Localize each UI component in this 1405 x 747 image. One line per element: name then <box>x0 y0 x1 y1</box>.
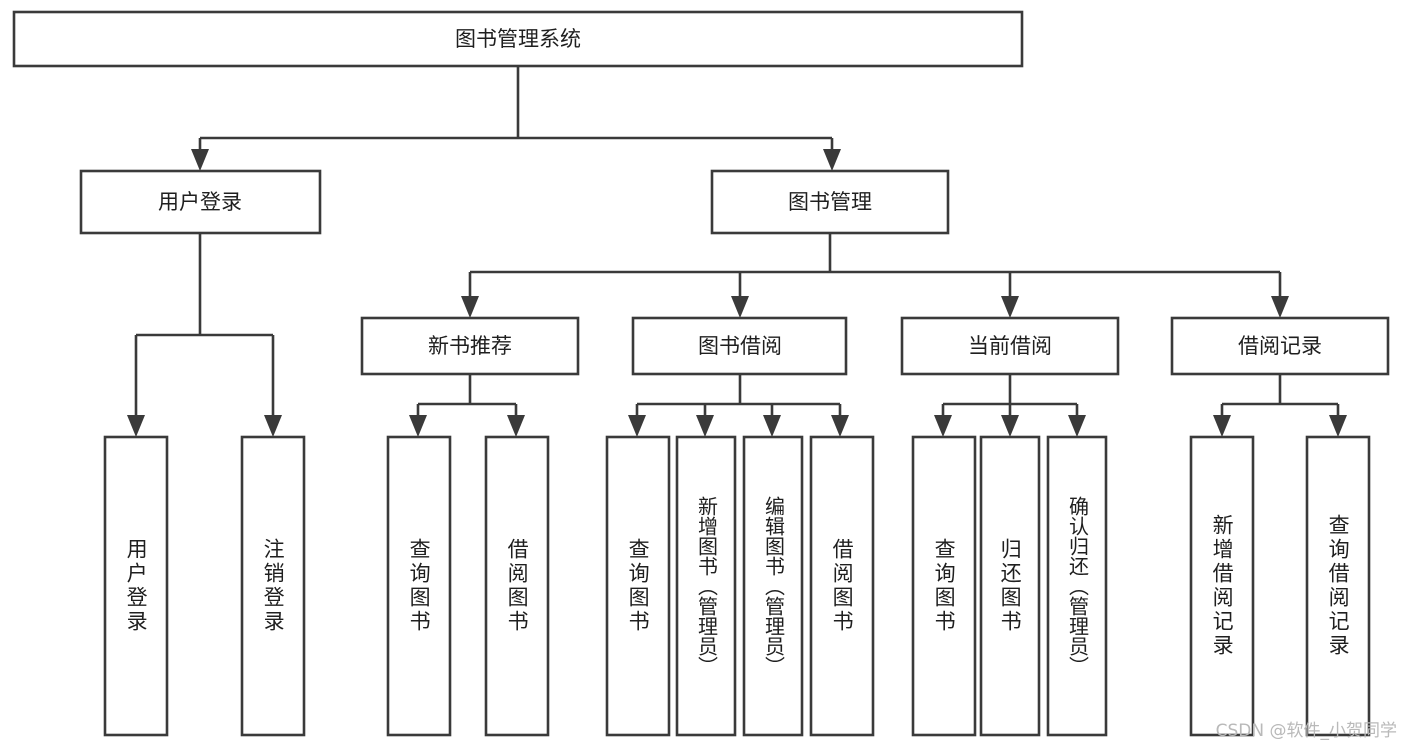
node-user-login[interactable]: 用户登录 <box>79 169 322 235</box>
leaf-box-query-book-1[interactable] <box>386 435 452 737</box>
node-label-book-borrow: 图书借阅 <box>698 334 782 358</box>
leaf-box-borrow-book-2[interactable] <box>809 435 875 737</box>
leaf-box-add-book-admin[interactable] <box>675 435 737 737</box>
connector-current-borrow-to-leaves <box>934 374 1086 437</box>
leaf-box-user-login[interactable] <box>103 435 169 737</box>
node-label-root: 图书管理系统 <box>455 27 581 51</box>
leaf-box-query-book-2[interactable] <box>605 435 671 737</box>
leaf-box-query-book-3[interactable] <box>911 435 977 737</box>
connector-book-manage-to-groups <box>461 233 1289 318</box>
leaf-box-add-borrow-record[interactable] <box>1189 435 1255 737</box>
leaf-box-query-borrow-record[interactable] <box>1305 435 1371 737</box>
leaf-box-edit-book-admin[interactable] <box>742 435 804 737</box>
node-label-current-borrow: 当前借阅 <box>968 334 1052 358</box>
node-label-new-book-recommend: 新书推荐 <box>428 334 512 358</box>
leaf-boxes <box>103 435 1371 737</box>
node-new-book-recommend[interactable]: 新书推荐 <box>360 316 580 376</box>
connector-borrow-record-to-leaves <box>1213 374 1347 437</box>
leaf-box-borrow-book-1[interactable] <box>484 435 550 737</box>
node-label-user-login: 用户登录 <box>158 190 242 214</box>
connector-root-to-level2 <box>191 66 841 171</box>
node-root-system[interactable]: 图书管理系统 <box>12 10 1024 68</box>
connector-user-login-to-leaves <box>127 233 282 437</box>
node-book-manage[interactable]: 图书管理 <box>710 169 950 235</box>
node-label-book-manage: 图书管理 <box>788 190 872 214</box>
connector-new-book-recommend-to-leaves <box>409 374 525 437</box>
connector-book-borrow-to-leaves <box>628 374 849 437</box>
node-borrow-record[interactable]: 借阅记录 <box>1170 316 1390 376</box>
node-label-borrow-record: 借阅记录 <box>1238 334 1322 358</box>
leaf-box-user-logout[interactable] <box>240 435 306 737</box>
leaf-box-return-book[interactable] <box>979 435 1041 737</box>
node-current-borrow[interactable]: 当前借阅 <box>900 316 1120 376</box>
node-book-borrow[interactable]: 图书借阅 <box>631 316 848 376</box>
leaf-box-confirm-return-admin[interactable] <box>1046 435 1108 737</box>
